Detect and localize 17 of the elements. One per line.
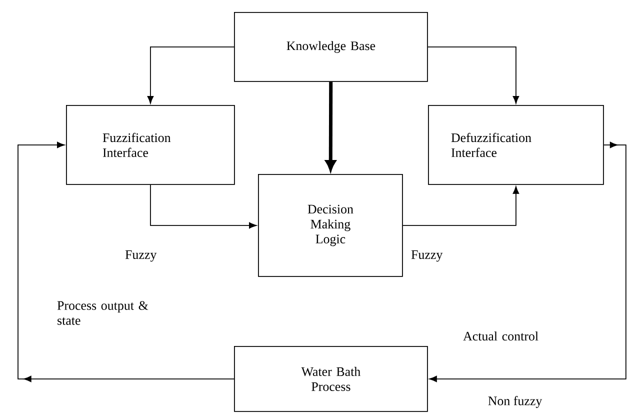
arrow bbox=[147, 46, 234, 104]
arrow bbox=[325, 82, 336, 171]
process-box: Defuzzification Interface bbox=[428, 105, 604, 185]
edge-label: Fuzzy bbox=[125, 250, 157, 262]
note-label: Non fuzzy bbox=[488, 396, 542, 408]
arrow bbox=[427, 46, 520, 104]
edge-label: Process output & state bbox=[57, 301, 148, 325]
arrow bbox=[150, 184, 257, 229]
arrow bbox=[402, 186, 520, 226]
edge-label: Actual control bbox=[463, 331, 538, 341]
arrow bbox=[429, 142, 626, 382]
edge-label: Fuzzy bbox=[411, 250, 443, 262]
process-box: Fuzzification Interface bbox=[66, 105, 235, 185]
arrow bbox=[18, 142, 234, 382]
process-box: Knowledge Base bbox=[234, 12, 428, 82]
process-box: Water Bath Process bbox=[234, 346, 428, 412]
process-box: Decision Making Logic bbox=[258, 174, 403, 277]
